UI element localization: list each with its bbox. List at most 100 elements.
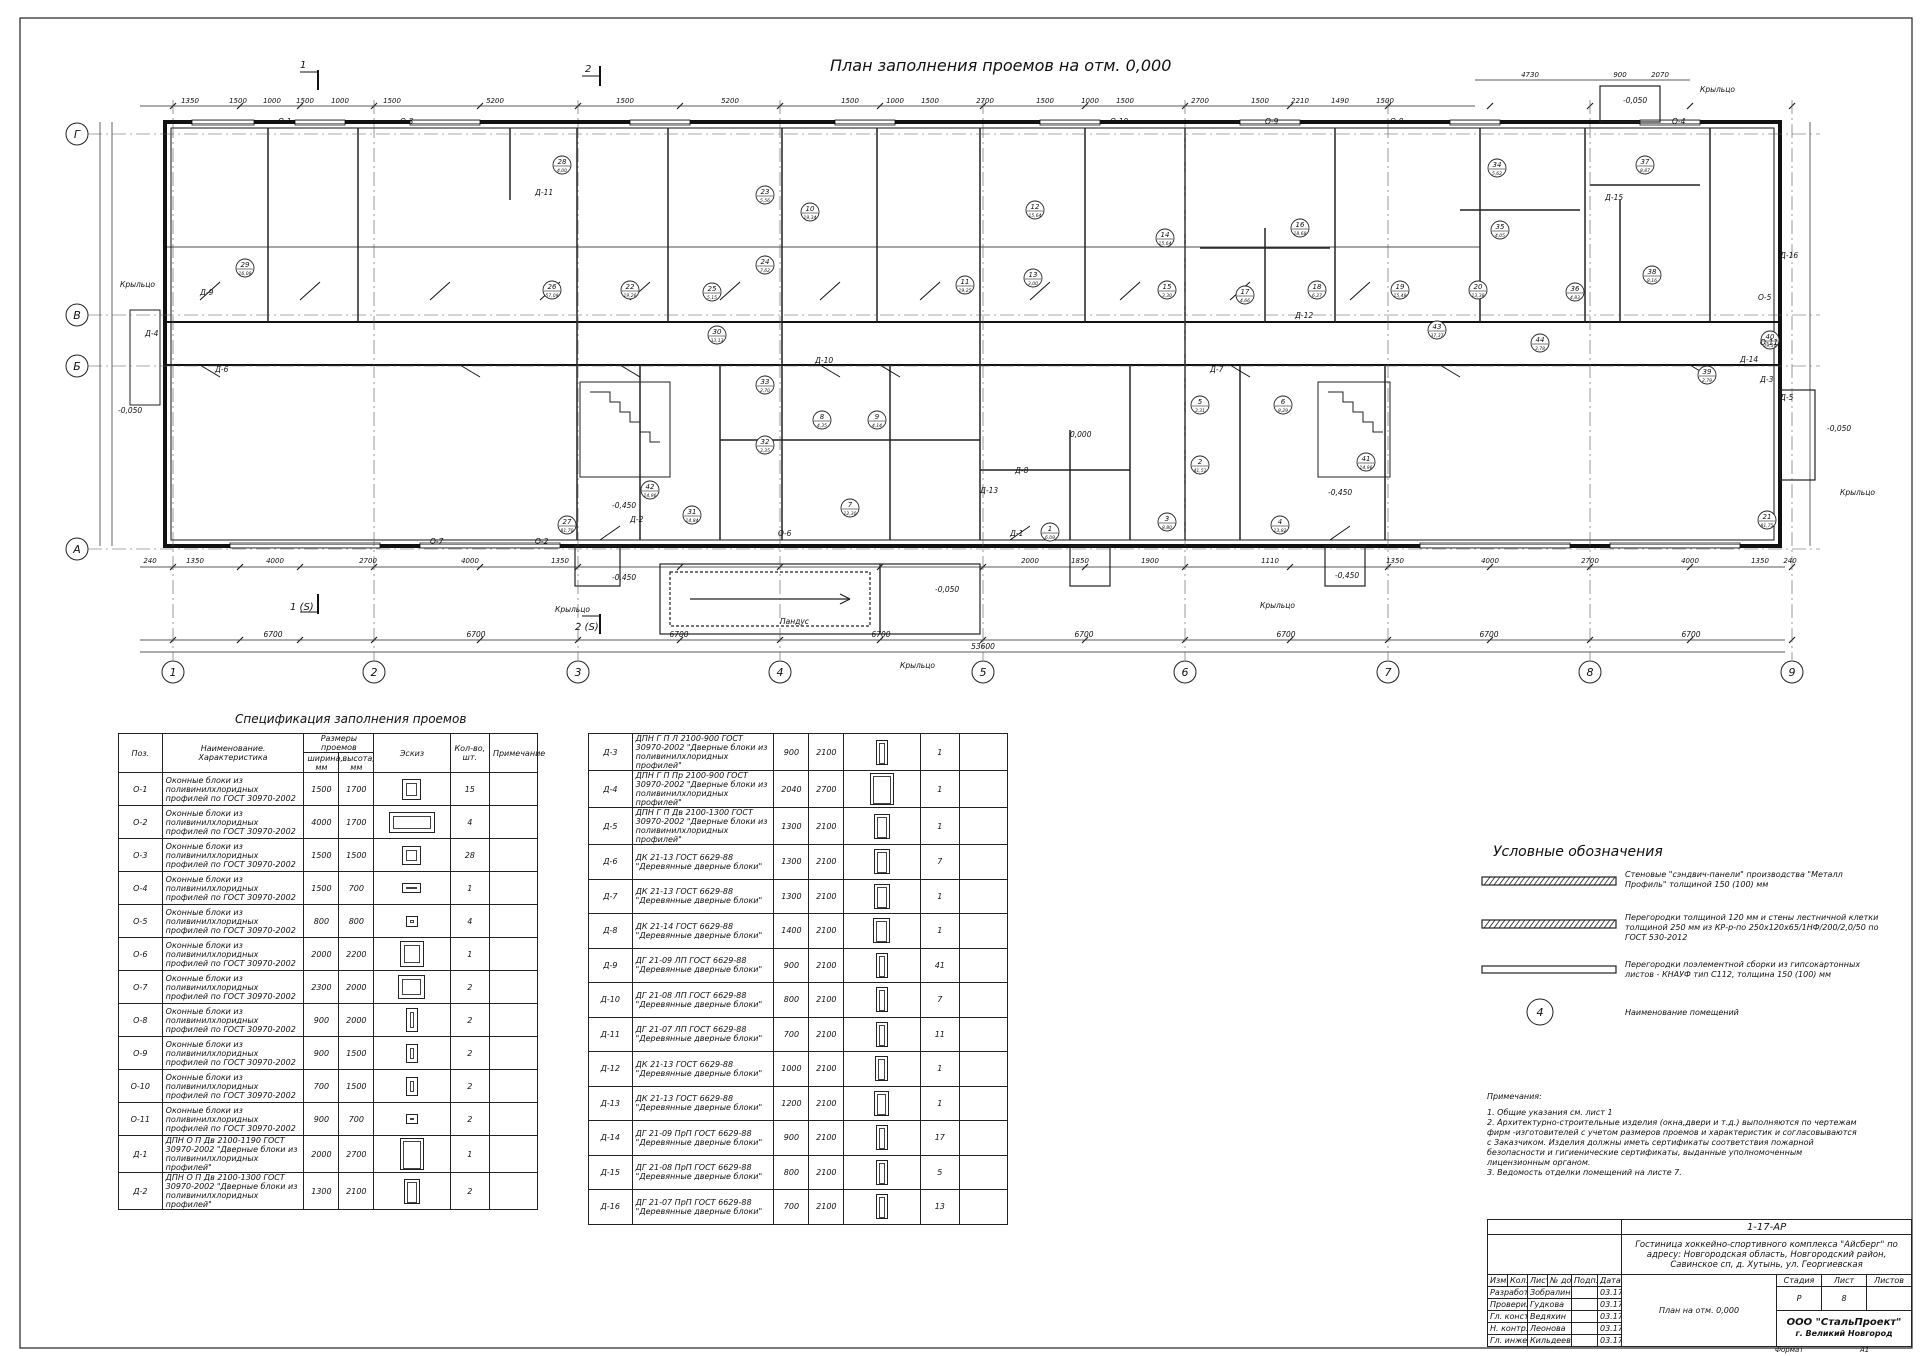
- spec-sketch: [843, 770, 921, 808]
- room-number-5: 5: [1198, 398, 1203, 406]
- spec-sketch: [373, 871, 451, 905]
- spec-note: [958, 733, 1009, 771]
- section-mark-2-top: 2: [585, 64, 591, 75]
- room-circle-33: [755, 375, 775, 395]
- tick-top-2: [296, 102, 304, 110]
- opening-mark-24: Д-14: [1739, 355, 1758, 364]
- spec-sketch: [373, 1172, 451, 1210]
- room-circle-13: [1023, 268, 1043, 288]
- spec-cell-pos: О-8: [118, 1003, 163, 1037]
- spec-cell-w: 1000: [773, 1051, 810, 1087]
- room-circle-27: [557, 515, 577, 535]
- room-area-27: 81,70: [561, 528, 574, 534]
- room-number-30: 30: [713, 328, 722, 336]
- room-number-16: 16: [1296, 221, 1305, 229]
- spec-cell-w: 700: [303, 1069, 340, 1103]
- opening-sketch-icon: [388, 811, 435, 833]
- spec-cell-pos: О-3: [118, 838, 163, 872]
- spec-cell-w: 900: [303, 1036, 340, 1070]
- top-dim-13: 1500: [1036, 97, 1054, 105]
- opening-sketch-icon: [398, 975, 426, 999]
- room-circle-2: [1190, 455, 1210, 475]
- span-dim-8: 6700: [1681, 630, 1700, 639]
- axis-bubble-b: [65, 354, 89, 378]
- spec-cell-qty: 2: [449, 1036, 490, 1070]
- axis-label-b: Б: [73, 360, 81, 373]
- opening-mark-19: Д-9: [199, 288, 214, 297]
- room-area-41: 14,96: [1360, 465, 1373, 471]
- spec-cell-h: 2100: [808, 947, 845, 983]
- spec-header-sketch: Эскиз: [373, 733, 451, 773]
- room-number-20: 20: [1474, 283, 1483, 291]
- spec-sketch: [843, 1085, 921, 1121]
- spec-header-width: ширина, мм: [303, 752, 343, 773]
- room-circle-9: [867, 410, 887, 430]
- span-dim-2: 6700: [466, 630, 485, 639]
- room-number-12: 12: [1031, 203, 1040, 211]
- spec-cell-qty: 7: [919, 844, 960, 880]
- opening-mark-4: О-5: [1758, 293, 1772, 302]
- room-circle-40: [1760, 330, 1780, 350]
- span-dim-1: 6700: [263, 630, 282, 639]
- spec-cell-pos: Д-7: [588, 878, 633, 914]
- spec-cell-name: ДГ 21-08 ПрП ГОСТ 6629-88 "Деревянные дв…: [631, 1154, 775, 1190]
- spec-note: [958, 947, 1009, 983]
- room-area-39: 2,79: [1702, 378, 1712, 384]
- spec-cell-qty: 1: [449, 1135, 490, 1173]
- spec-cell-h: 2000: [338, 1003, 375, 1037]
- spec-cell-pos: О-9: [118, 1036, 163, 1070]
- spec-cell-name: Оконные блоки из поливинилхлоридных проф…: [161, 805, 305, 839]
- ramp-label: Пандус: [780, 617, 810, 626]
- spec-cell-name: ДК 21-13 ГОСТ 6629-88 "Деревянные дверны…: [631, 844, 775, 880]
- bottom-dim-4: 4000: [461, 557, 479, 565]
- room-area-7: 12,30: [844, 511, 857, 517]
- spec-sketch: [843, 733, 921, 771]
- spec-cell-pos: О-5: [118, 904, 163, 938]
- tick-bottom-14: [1486, 563, 1494, 571]
- spec-cell-qty: 28: [449, 838, 490, 872]
- room-circle-35: [1490, 220, 1510, 240]
- room-markers: 16,09241,5138,80413,8253,3168,29712,3084…: [235, 155, 1780, 542]
- spec-sketch: [843, 878, 921, 914]
- top-dim-10: 1000: [886, 97, 904, 105]
- room-circle-24: [755, 255, 775, 275]
- spec-cell-name: ДПН Г П Л 2100-900 ГОСТ 30970-2002 "Двер…: [631, 733, 775, 771]
- spec-sketch: [843, 947, 921, 983]
- stamp-date-4: 03.17: [1596, 1321, 1623, 1335]
- axis-label-v: В: [73, 309, 81, 322]
- room-area-32: 3,35: [760, 448, 770, 454]
- sheet-frame: [19, 17, 1913, 1349]
- spec-cell-h: 1700: [338, 805, 375, 839]
- room-number-11: 11: [961, 278, 970, 286]
- spec-cell-name: ДГ 21-08 ЛП ГОСТ 6629-88 "Деревянные две…: [631, 982, 775, 1018]
- room-circle-15: [1157, 280, 1177, 300]
- spec-cell-name: ДГ 21-09 ЛП ГОСТ 6629-88 "Деревянные две…: [631, 947, 775, 983]
- tick-top-1: [236, 102, 244, 110]
- porch-label-bottom-right: Крыльцо: [1260, 601, 1295, 610]
- room-number-3: 3: [1165, 515, 1169, 523]
- room-circle-38: [1642, 265, 1662, 285]
- spec-sketch: [373, 970, 451, 1004]
- building-outline-inner: [170, 127, 1775, 541]
- spec-sketch: [843, 913, 921, 949]
- stamp-col-data: Дата: [1596, 1273, 1623, 1287]
- spec-sketch: [373, 805, 451, 839]
- spec-cell-h: 800: [338, 904, 375, 938]
- spec-cell-name: ДК 21-13 ГОСТ 6629-88 "Деревянные дверны…: [631, 1051, 775, 1087]
- room-area-42: 14,96: [644, 493, 657, 499]
- stamp-col-kol: Кол.уч: [1507, 1273, 1528, 1287]
- bottom-dim-15: 240: [1783, 557, 1797, 565]
- spec-cell-w: 1300: [773, 844, 810, 880]
- room-area-12: 15,64: [1029, 213, 1042, 219]
- spec-note: [958, 807, 1009, 845]
- spec-note: [958, 1016, 1009, 1052]
- section-mark-1-top: 1: [300, 60, 306, 71]
- door-swings: [199, 281, 1711, 541]
- spec-cell-w: 900: [773, 947, 810, 983]
- spec-cell-qty: 1: [919, 1085, 960, 1121]
- axis-bubble-4: [768, 660, 792, 684]
